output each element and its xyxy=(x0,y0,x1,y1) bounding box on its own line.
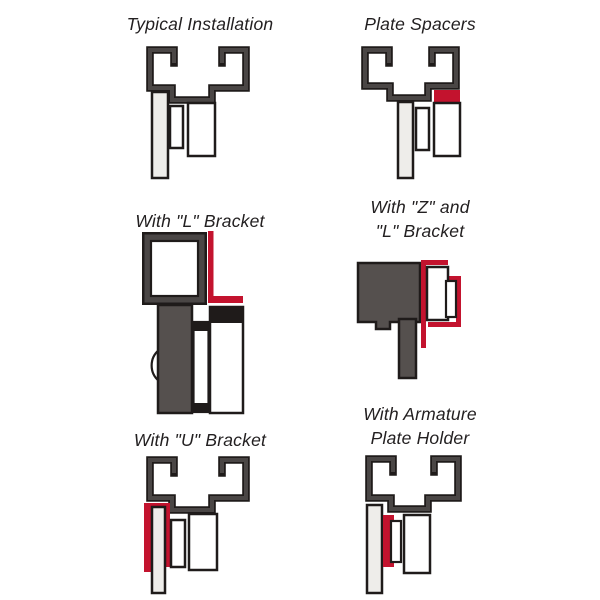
armature-plate xyxy=(169,518,187,569)
maglock-mount-band xyxy=(210,307,243,323)
maglock-body xyxy=(187,512,219,572)
armature-plate-holder xyxy=(383,515,394,567)
frame-header-tube xyxy=(142,232,207,305)
l-bracket xyxy=(208,231,243,303)
diagram-z-and-l-bracket xyxy=(356,260,461,380)
frame-core xyxy=(367,457,460,511)
frame-header-channel xyxy=(146,46,250,104)
z-bracket xyxy=(421,260,448,348)
u-bracket xyxy=(144,503,170,572)
frame-hollow xyxy=(149,239,200,298)
maglock-body xyxy=(425,265,450,322)
l-bracket xyxy=(428,276,461,327)
plate-spacer xyxy=(434,90,460,103)
frame-outline xyxy=(365,455,462,513)
title-line-2: Plate Holder xyxy=(370,427,470,448)
title-u-bracket: With "U" Bracket xyxy=(133,430,267,450)
door-panel xyxy=(156,303,194,415)
frame-outline xyxy=(146,456,250,514)
diagram-l-bracket xyxy=(142,231,245,415)
armature-plate xyxy=(414,106,431,152)
armature-plate xyxy=(389,519,403,564)
door-panel xyxy=(150,505,167,595)
frame-header-channel xyxy=(146,456,250,514)
frame-core xyxy=(363,48,458,100)
frame-header-block xyxy=(356,261,422,331)
title-armature-plate-holder: With Armature Plate Holder xyxy=(330,403,510,450)
armature-plate xyxy=(444,279,458,319)
frame-core xyxy=(148,458,248,512)
armature-mount-bottom xyxy=(192,403,211,413)
title-typical-installation: Typical Installation xyxy=(126,14,274,34)
maglock-body xyxy=(186,101,217,158)
door-panel xyxy=(397,317,418,380)
armature-plate xyxy=(168,104,185,150)
armature-plate xyxy=(192,320,210,414)
door-panel xyxy=(396,100,415,180)
title-line-1: With Armature xyxy=(363,404,477,424)
title-l-bracket: With "L" Bracket xyxy=(135,211,265,231)
maglock-body xyxy=(402,513,432,575)
frame-header-channel xyxy=(365,455,462,513)
title-z-and-l-bracket: With "Z" and "L" Bracket xyxy=(330,196,510,243)
frame-core xyxy=(148,48,248,102)
maglock-body xyxy=(432,101,462,158)
door-panel xyxy=(150,90,170,180)
title-plate-spacers: Plate Spacers xyxy=(364,14,476,34)
frame-header-channel xyxy=(361,46,460,102)
armature-mount-top xyxy=(192,322,211,331)
title-line-2: "L" Bracket xyxy=(375,220,465,241)
diagram-typical-installation xyxy=(146,46,250,180)
door-panel xyxy=(365,503,384,595)
diagram-u-bracket xyxy=(144,456,250,595)
diagram-armature-plate-holder xyxy=(365,455,462,595)
title-line-1: With "Z" and xyxy=(370,197,470,217)
diagram-plate-spacers xyxy=(361,46,462,180)
